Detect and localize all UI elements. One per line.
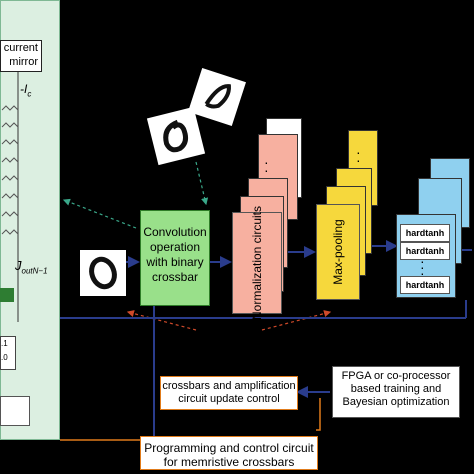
- dashed-arrow-digit: [195, 161, 209, 206]
- bottom-circuit-box: [0, 396, 30, 426]
- value-2: .0: [1, 353, 8, 362]
- normalization-label: Normalization circuits: [250, 205, 264, 321]
- max-pooling-block: Max-pooling: [316, 204, 360, 300]
- value-1: .1: [1, 339, 8, 348]
- output-current-label: JoutN−1: [15, 258, 48, 276]
- convolution-block: Convolution operation with binary crossb…: [140, 210, 210, 306]
- digit-zero-icon: [163, 119, 189, 153]
- circuit-wires: [1, 72, 19, 322]
- current-mirror-label: current mirror: [3, 42, 38, 68]
- digit-zero-input-icon: [89, 256, 117, 290]
- max-pooling-label: Max-pooling: [331, 219, 345, 285]
- dashed-arrow-red-left: [126, 310, 197, 331]
- current-mirror-box: current mirror: [0, 40, 42, 72]
- current-label: -Ic: [20, 82, 32, 99]
- update-control-box: crossbars and amplification circuit upda…: [160, 376, 298, 410]
- fpga-box: FPGA or co-processor based training and …: [332, 366, 460, 418]
- green-indicator: [0, 288, 14, 302]
- resistor-array: [1, 105, 19, 235]
- hardtanh-unit-1: hardtanh: [400, 224, 450, 242]
- digit-image-rotated-1: [188, 68, 246, 126]
- dashed-arrow-red-right: [261, 310, 332, 331]
- digit-one-icon: [204, 84, 231, 109]
- hardtanh-unit-2: hardtanh: [400, 242, 450, 260]
- orange-connector: [316, 398, 321, 431]
- hardtanh-ellipsis: ···: [420, 253, 425, 281]
- digit-image-rotated-2: [146, 106, 206, 166]
- programming-control-box: Programming and control circuit for memr…: [140, 436, 318, 470]
- hardtanh-unit-3: hardtanh: [400, 276, 450, 294]
- value-box: .1 .0: [0, 336, 16, 370]
- normalization-block: Normalization circuits: [232, 206, 282, 320]
- dashed-arrow-teal: [62, 198, 137, 229]
- programming-control-label: Programming and control circuit for memr…: [144, 441, 314, 469]
- convolution-label: Convolution operation with binary crossb…: [143, 225, 207, 284]
- digit-image-input: [80, 250, 126, 296]
- update-control-label: crossbars and amplification circuit upda…: [162, 380, 296, 405]
- fpga-label: FPGA or co-processor based training and …: [341, 370, 451, 408]
